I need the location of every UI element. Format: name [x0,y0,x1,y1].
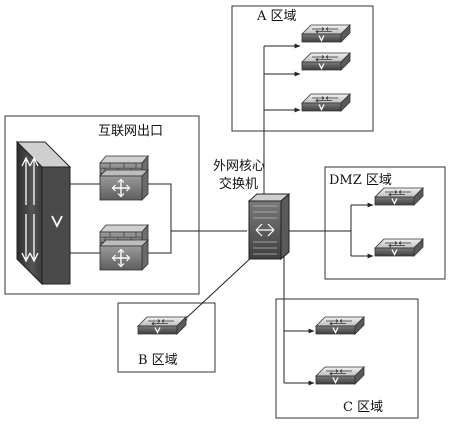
zone-a-label: A 区域 [257,9,297,24]
zone-b-label: B 区域 [138,353,178,368]
core-switch-label-line2: 交换机 [219,177,259,192]
switch-icon [137,316,187,335]
connection-lines [70,43,374,386]
switch-icon [315,366,365,385]
switch-icon [315,316,365,335]
switch-icon [374,238,424,257]
internet-exit-label: 互联网出口 [98,124,164,139]
core-switch-label-line1: 外网核心 [213,159,266,174]
zone-b-box [117,302,216,373]
router-icon [99,239,149,271]
switch-icon [301,24,351,43]
switch-icon [301,93,351,112]
switch-icon [374,187,424,206]
router-icon [15,140,72,286]
switch-icon [301,52,351,71]
core-switch-icon [247,192,291,261]
router-icon [99,169,149,201]
zone-dmz-box [324,166,446,280]
zone-c-label: C 区域 [343,400,384,415]
zone-dmz-label: DMZ 区域 [329,173,392,188]
